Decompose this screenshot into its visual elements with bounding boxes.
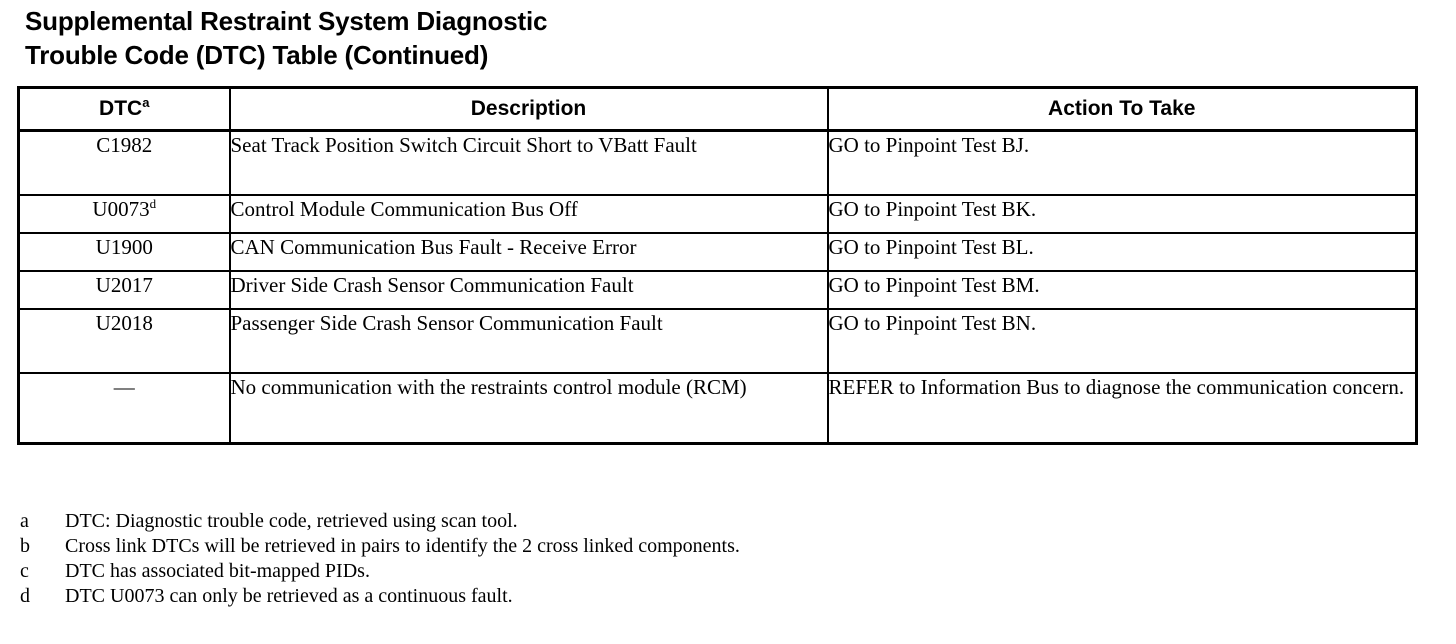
cell-description: Control Module Communication Bus Off [228,194,829,234]
cell-description: Driver Side Crash Sensor Communication F… [228,270,829,310]
dtc-code: C1982 [96,133,153,157]
dtc-code: U2017 [95,273,153,297]
footnotes: a DTC: Diagnostic trouble code, retrieve… [20,509,1440,609]
footnote-item: a DTC: Diagnostic trouble code, retrieve… [20,509,1440,534]
dtc-table: DTCa Description Action To Take C1982 Se… [17,86,1418,445]
footnote-text: Cross link DTCs will be retrieved in pai… [65,535,740,557]
page-title: Supplemental Restraint System Diagnostic… [25,6,548,70]
footnote-marker: c [20,560,29,582]
cell-dtc: U1900 [17,232,231,272]
cell-action: GO to Pinpoint Test BL. [826,232,1418,272]
column-header-dtc: DTCa [17,86,231,132]
table-row: U2018 Passenger Side Crash Sensor Commun… [17,308,1418,374]
cell-dtc: U0073d [17,194,231,234]
table-row: U1900 CAN Communication Bus Fault - Rece… [17,232,1418,272]
footnote-item: d DTC U0073 can only be retrieved as a c… [20,584,1440,609]
column-header-description: Description [228,86,829,132]
cell-action: GO to Pinpoint Test BN. [826,308,1418,374]
table-body: C1982 Seat Track Position Switch Circuit… [17,129,1418,445]
table-row: U0073d Control Module Communication Bus … [17,194,1418,234]
column-header-action: Action To Take [826,86,1418,132]
footnote-text: DTC U0073 can only be retrieved as a con… [65,585,513,607]
cell-description: CAN Communication Bus Fault - Receive Er… [228,232,829,272]
table-row: C1982 Seat Track Position Switch Circuit… [17,129,1418,196]
cell-action: GO to Pinpoint Test BJ. [826,129,1418,196]
cell-description: No communication with the restraints con… [228,372,829,445]
cell-action: REFER to Information Bus to diagnose the… [826,372,1418,445]
cell-dtc: U2018 [17,308,231,374]
table-header: DTCa Description Action To Take [17,86,1418,132]
footnote-item: c DTC has associated bit-mapped PIDs. [20,559,1440,584]
cell-dtc: — [17,372,231,445]
dtc-code: — [113,375,135,399]
column-header-dtc-label: DTC [99,97,143,120]
footnote-text: DTC has associated bit-mapped PIDs. [65,560,370,582]
footnote-marker: a [20,510,29,532]
table-header-row: DTCa Description Action To Take [17,86,1418,132]
cell-dtc: U2017 [17,270,231,310]
footnote-marker: d [20,585,30,607]
footnote-text: DTC: Diagnostic trouble code, retrieved … [65,510,518,532]
table-row: U2017 Driver Side Crash Sensor Communica… [17,270,1418,310]
cell-action: GO to Pinpoint Test BM. [826,270,1418,310]
dtc-code: U0073 [92,197,150,221]
cell-action: GO to Pinpoint Test BK. [826,194,1418,234]
footnote-marker: b [20,535,30,557]
footnote-item: b Cross link DTCs will be retrieved in p… [20,534,1440,559]
dtc-code: U1900 [95,235,153,259]
dtc-footnote-ref: d [149,196,157,211]
dtc-code: U2018 [95,311,153,335]
cell-description: Seat Track Position Switch Circuit Short… [228,129,829,196]
cell-description: Passenger Side Crash Sensor Communicatio… [228,308,829,374]
cell-dtc: C1982 [17,129,231,196]
column-header-dtc-superscript: a [142,95,150,110]
table-row: — No communication with the restraints c… [17,372,1418,445]
